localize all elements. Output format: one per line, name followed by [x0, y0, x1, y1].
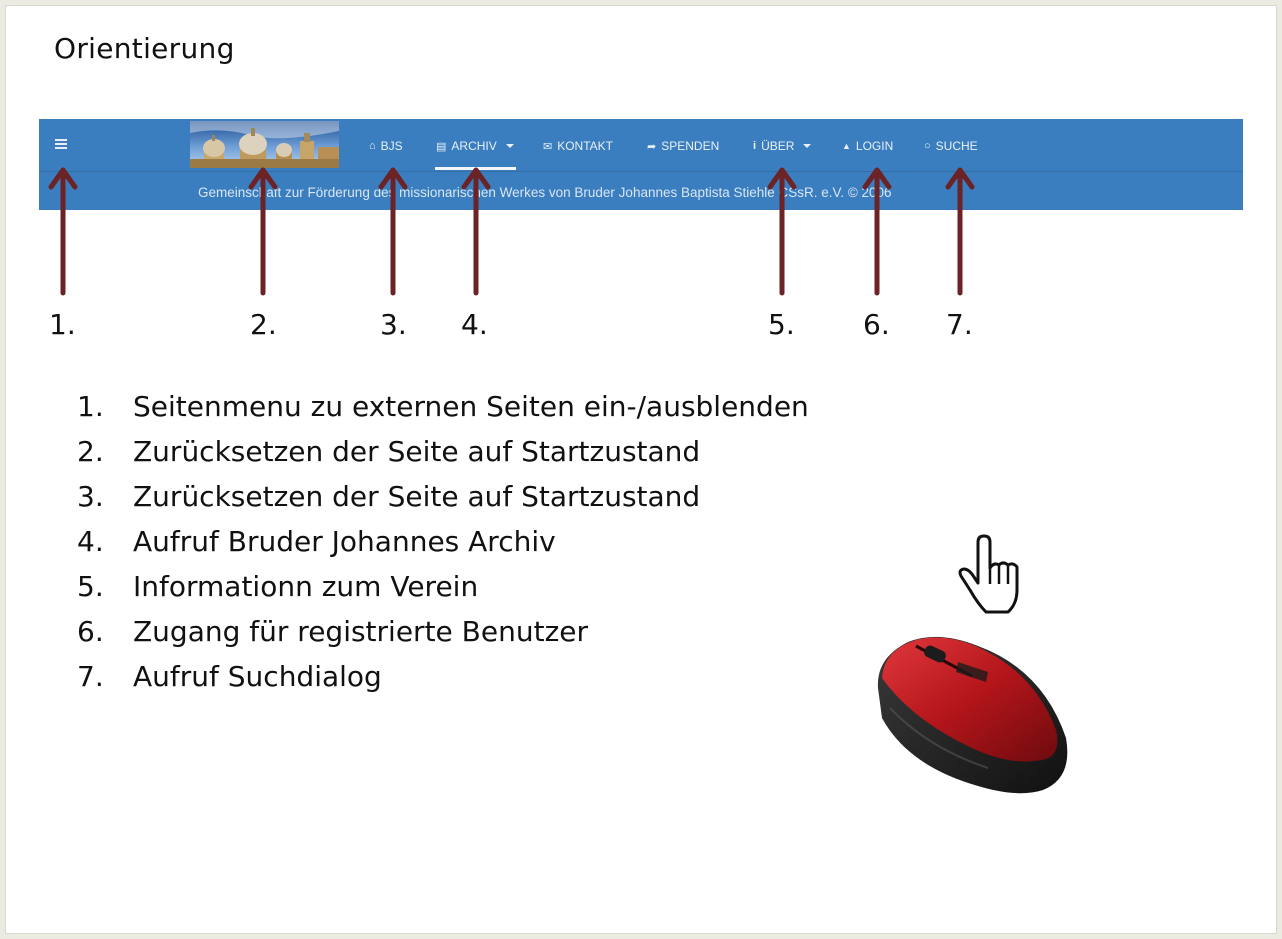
- computer-mouse-image: [877, 636, 1068, 794]
- nav-spenden-label: SPENDEN: [661, 139, 720, 153]
- list-item: 3.Zurücksetzen der Seite auf Startzustan…: [77, 480, 701, 513]
- marker-2: 2.: [250, 308, 277, 341]
- nav-suche-label: SUCHE: [935, 139, 978, 153]
- list-item: 5.Informationn zum Verein: [77, 570, 479, 603]
- book-icon: ▤: [436, 140, 447, 153]
- nav-ueber[interactable]: i ÜBER: [753, 138, 812, 154]
- marker-1: 1.: [49, 308, 76, 341]
- nav-kontakt[interactable]: ✉ KONTAKT: [543, 138, 613, 154]
- nav-archiv[interactable]: ▤ ARCHIV: [436, 138, 514, 154]
- nav-login[interactable]: ▲ LOGIN: [842, 138, 893, 154]
- navbar-footer-text: Gemeinschaft zur Förderung des missionar…: [198, 185, 892, 200]
- logo-image[interactable]: [190, 121, 339, 168]
- arrow-1: [48, 167, 78, 296]
- arrow-4: [461, 167, 491, 296]
- share-icon: ➦: [647, 140, 657, 153]
- marker-7: 7.: [946, 308, 973, 341]
- marker-4: 4.: [461, 308, 488, 341]
- nav-login-label: LOGIN: [855, 139, 894, 153]
- search-icon: ○: [924, 140, 931, 152]
- arrow-3: [378, 167, 408, 296]
- arrow-7: [945, 167, 975, 296]
- list-item: 2.Zurücksetzen der Seite auf Startzustan…: [77, 435, 701, 468]
- list-item: 7.Aufruf Suchdialog: [77, 660, 382, 693]
- info-icon: i: [753, 140, 757, 152]
- slide-title: Orientierung: [54, 32, 235, 65]
- marker-5: 5.: [768, 308, 795, 341]
- slide: Orientierung: [5, 5, 1277, 934]
- arrow-6: [862, 167, 892, 296]
- nav-kontakt-label: KONTAKT: [557, 139, 613, 153]
- nav-bjs-label: BJS: [380, 139, 403, 153]
- home-icon: ⌂: [369, 140, 376, 152]
- list-item: 4.Aufruf Bruder Johannes Archiv: [77, 525, 556, 558]
- user-icon: ▲: [842, 141, 851, 151]
- nav-archiv-label: ARCHIV: [451, 139, 497, 153]
- list-item: 1.Seitenmenu zu externen Seiten ein-/aus…: [77, 390, 809, 423]
- nav-ueber-label: ÜBER: [761, 139, 795, 153]
- arrow-2: [248, 167, 278, 296]
- marker-6: 6.: [863, 308, 890, 341]
- description-list: 1.Seitenmenu zu externen Seiten ein-/aus…: [77, 384, 809, 699]
- caret-down-icon: [803, 144, 812, 148]
- paperclip-icon: ✉: [543, 140, 553, 153]
- hand-pointer-icon: [958, 534, 1019, 614]
- annotation-arrows: [48, 167, 975, 296]
- navbar-divider: [39, 171, 1243, 172]
- caret-down-icon: [505, 144, 514, 148]
- marker-3: 3.: [380, 308, 407, 341]
- nav-suche[interactable]: ○ SUCHE: [924, 138, 978, 154]
- navbar: ⌂ BJS ▤ ARCHIV ✉ KONTAKT ➦ SPENDEN i ÜBE…: [39, 119, 1243, 210]
- nav-spenden[interactable]: ➦ SPENDEN: [647, 138, 719, 154]
- hamburger-icon[interactable]: [55, 139, 69, 151]
- arrow-5: [767, 167, 797, 296]
- nav-bjs[interactable]: ⌂ BJS: [369, 138, 403, 154]
- list-item: 6.Zugang für registrierte Benutzer: [77, 615, 589, 648]
